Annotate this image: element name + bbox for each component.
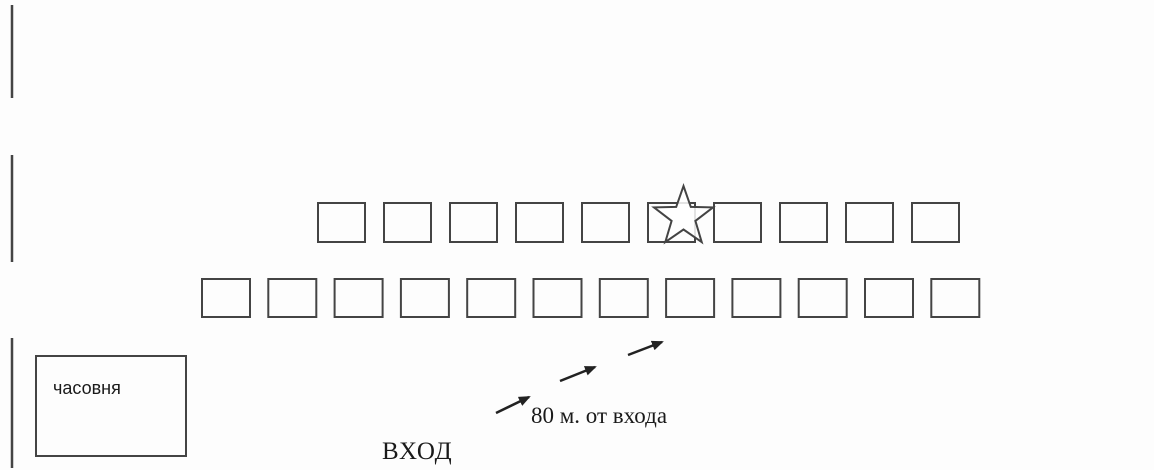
plot-top-5 [581, 202, 630, 243]
entrance-label: ВХОД [382, 438, 453, 465]
plot-bottom-3 [333, 278, 384, 318]
arrow-icon [559, 365, 597, 383]
plot-row-top [317, 202, 960, 243]
plot-bottom-5 [466, 278, 517, 318]
plot-bottom-8 [665, 278, 716, 318]
plot-bottom-6 [532, 278, 583, 318]
path-arrows [495, 340, 664, 415]
plot-bottom-9 [731, 278, 782, 318]
star-icon [651, 182, 716, 245]
plot-top-4 [515, 202, 564, 243]
plot-top-9 [845, 202, 894, 243]
plot-top-7 [713, 202, 762, 243]
plot-bottom-1 [201, 278, 251, 318]
plot-bottom-7 [598, 278, 649, 318]
plot-top-2 [383, 202, 432, 243]
plot-bottom-4 [399, 278, 450, 318]
chapel-box [35, 355, 187, 457]
arrow-icon [627, 340, 664, 357]
arrow-icon [495, 395, 531, 415]
chapel-label: часовня [53, 378, 121, 398]
plot-bottom-10 [797, 278, 848, 318]
plot-top-8 [779, 202, 828, 243]
plot-row-bottom [201, 278, 981, 318]
plot-bottom-11 [864, 278, 914, 318]
plot-bottom-12 [930, 278, 981, 318]
plot-top-3 [449, 202, 498, 243]
plot-top-1 [317, 202, 366, 243]
plot-bottom-2 [267, 278, 318, 318]
distance-label: 80 м. от входа [531, 403, 668, 428]
plot-top-10 [911, 202, 960, 243]
